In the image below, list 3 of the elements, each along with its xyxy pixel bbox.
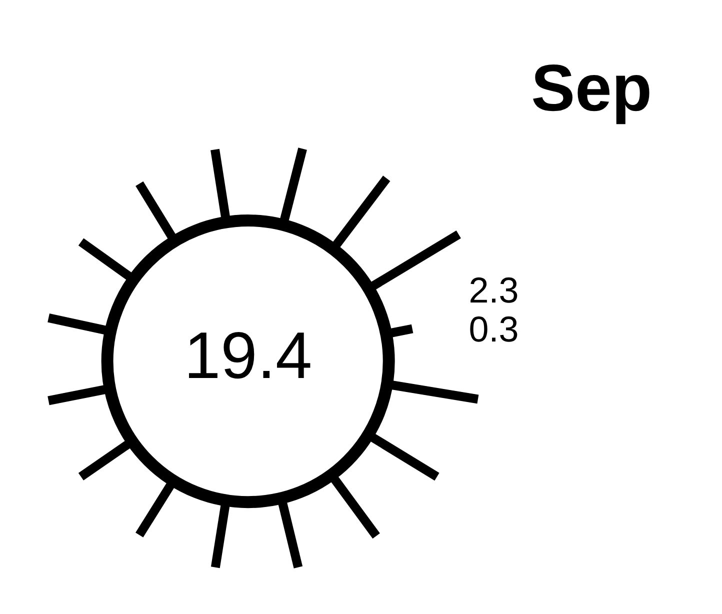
node-circle: 19.4 <box>100 214 394 508</box>
node-text: 2.3 0.3 <box>468 269 518 350</box>
label: Sep <box>530 50 652 125</box>
